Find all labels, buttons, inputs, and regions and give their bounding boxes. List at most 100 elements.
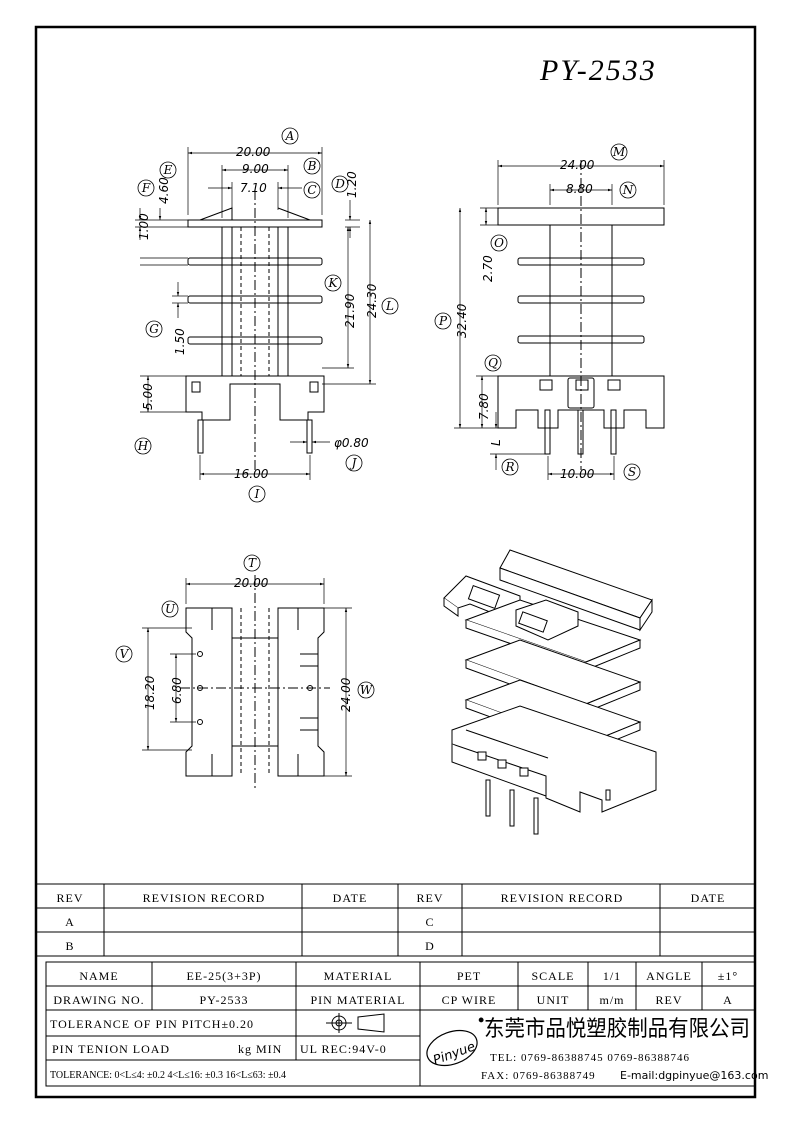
side-view-dim-text: 24.00 8.80 2.70 32.40 7.80 L 10.00 [455,158,595,481]
unit-label: UNIT [537,993,570,1007]
company-tel: TEL: 0769-86388745 0769-86388746 [490,1052,690,1064]
dim-a: 20.00 [236,145,271,159]
name-label: NAME [79,969,118,983]
top-view [180,575,330,790]
angle-label: ANGLE [646,969,692,983]
callout-q: Q [488,356,498,370]
callout-i: I [254,487,260,501]
isometric-view [443,549,657,835]
callout-u: U [165,602,176,616]
callout-r: R [504,460,514,474]
rev-value: A [723,993,733,1007]
callout-s: S [628,465,636,479]
dim-b: 9.00 [242,162,269,176]
top-view-dim-text: 20.00 18.20 6.80 24.00 [143,576,353,712]
dim-c: 7.10 [240,181,267,195]
callout-m: M [612,145,626,159]
unit-value: m/m [599,993,624,1007]
callout-w: W [360,683,374,697]
name-value: EE-25(3+3P) [186,969,261,983]
callout-e: E [163,163,173,177]
callout-c: C [307,183,316,197]
side-view-dimensions [454,160,665,480]
callout-d: D [334,177,345,191]
callout-h: H [137,439,149,453]
dim-t: 20.00 [234,576,269,590]
tolerance-line: TOLERANCE: 0<L≤4: ±0.2 4<L≤16: ±0.3 16<L… [50,1070,286,1081]
front-view [185,190,325,470]
dim-k: 21.90 [343,293,357,328]
dim-n: 8.80 [566,182,593,196]
scale-label: SCALE [531,969,574,983]
callout-f: F [141,181,151,195]
title-block [45,961,756,1087]
front-view-callout-letters: A B C D E F G H I J K L [137,129,394,501]
front-view-callouts [134,127,399,503]
top-view-dimensions [142,578,352,777]
revision-table [35,883,756,957]
drawing-title: PY-2533 [539,54,657,87]
projection-symbol-icon [326,1013,385,1033]
rev-header-2: REV [417,891,444,905]
dim-d: 1.20 [345,171,359,198]
pin-material-label: PIN MATERIAL [311,993,406,1007]
callout-k: K [328,276,339,290]
callout-j: J [349,456,358,470]
dim-j: φ0.80 [334,436,369,450]
ul-rec: UL REC:94V-0 [300,1042,387,1056]
pin-material-value: CP WIRE [442,993,497,1007]
callout-l: L [385,299,394,313]
date-header-2: DATE [691,891,726,905]
top-view-callouts [115,554,375,699]
rev-row-c: C [425,915,434,929]
rev-header: REV [57,891,84,905]
top-view-callout-letters: T U V W [120,556,374,697]
dim-p: 32.40 [455,303,469,338]
dim-l-pin: L [489,439,503,446]
dim-i: 16.00 [234,467,269,481]
dim-m: 24.00 [560,158,595,172]
revision-record-header: REVISION RECORD [143,891,266,905]
title-block-text: NAME EE-25(3+3P) MATERIAL PET SCALE 1/1 … [50,969,738,1081]
company-name: 东莞市品悦塑胶制品有限公司 [484,1017,750,1042]
dim-h: 5.00 [141,383,155,410]
tolerance-pitch: TOLERANCE OF PIN PITCH±0.20 [50,1017,254,1031]
revision-table-text: REV REVISION RECORD DATE REV REVISION RE… [57,891,726,953]
drawing-no-label: DRAWING NO. [53,993,144,1007]
company-logo: Pinyue • [426,1010,484,1068]
angle-value: ±1° [718,969,738,983]
outer-border [34,25,757,1099]
front-view-dimensions [135,147,376,480]
dim-s: 10.00 [560,467,595,481]
callout-g: G [149,322,159,336]
rev-row-b: B [65,939,74,953]
callout-a: A [285,129,295,143]
company-email: E-mail:dgpinyue@163.com [620,1069,768,1082]
date-header: DATE [333,891,368,905]
side-view [497,160,665,470]
rev-row-d: D [425,939,435,953]
scale-value: 1/1 [603,969,621,983]
callout-o: O [494,236,504,250]
rev-label: REV [656,993,683,1007]
callout-v: V [120,647,130,661]
revision-record-header-2: REVISION RECORD [501,891,624,905]
company-fax: FAX: 0769-86388749 [481,1070,596,1082]
material-value: PET [457,969,481,983]
material-label: MATERIAL [324,969,393,983]
dim-q: 7.80 [477,393,491,420]
dim-w: 24.00 [339,677,353,712]
dim-x: 6.80 [170,677,184,704]
callout-t: T [248,556,257,570]
dim-v: 18.20 [143,675,157,710]
callout-n: N [622,183,634,197]
dim-l: 24.30 [365,283,379,318]
callout-b: B [307,159,317,173]
rev-row-a: A [65,915,75,929]
dim-o: 2.70 [481,255,495,282]
side-view-callouts [434,143,641,481]
drawing-no-value: PY-2533 [199,993,248,1007]
front-view-dim-text: 20.00 9.00 7.10 1.20 4.60 1.00 1.50 5.00… [137,145,379,481]
pin-tension-label: PIN TENION LOAD [52,1042,170,1056]
